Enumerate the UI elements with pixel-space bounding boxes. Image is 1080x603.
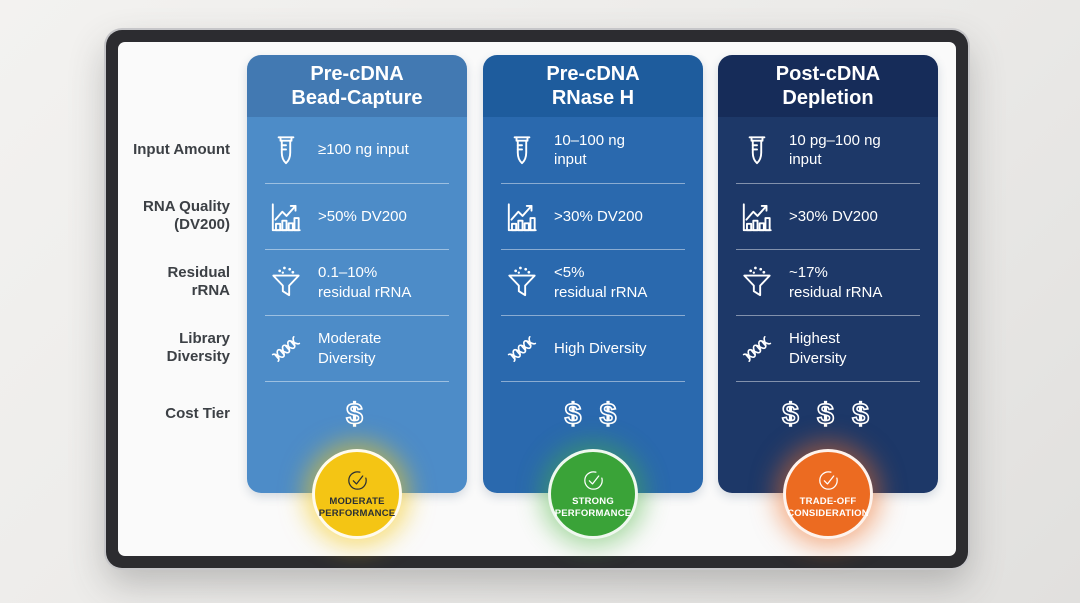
protocol-card-rnase-h: Pre-cDNA RNase H 10–100 ng input >30% DV…	[483, 55, 703, 539]
monitor-frame: Input Amount RNA Quality (DV200) Residua…	[106, 30, 968, 568]
badge-label: STRONG PERFORMANCE	[554, 495, 632, 519]
card-body: 10–100 ng input >30% DV200 <5% residual …	[483, 117, 703, 493]
card-header: Pre-cDNA Bead-Capture	[247, 55, 467, 117]
card-header: Pre-cDNA RNase H	[483, 55, 703, 117]
card-title: Pre-cDNA RNase H	[546, 62, 640, 109]
library-diversity-value: High Diversity	[554, 339, 647, 357]
test-tube-icon	[738, 131, 776, 169]
dna-helix-icon	[267, 330, 305, 368]
funnel-icon	[503, 264, 541, 302]
residual-rrna-value: <5% residual rRNA	[554, 264, 648, 301]
check-circle-icon	[816, 468, 841, 493]
residual-rrna-cell: 0.1–10% residual rRNA	[265, 249, 449, 315]
funnel-icon	[738, 264, 776, 302]
bar-chart-icon	[267, 198, 305, 236]
card-body: ≥100 ng input >50% DV200 0.1–10% residua…	[247, 117, 467, 493]
cost-tier-value: $ $ $	[781, 397, 874, 432]
dna-helix-icon	[503, 330, 541, 368]
badge-label: TRADE-OFF CONSIDERATION	[787, 495, 869, 519]
row-label-library-diversity: Library Diversity	[166, 329, 230, 365]
check-circle-icon	[581, 468, 606, 493]
cost-tier-value: $	[345, 397, 368, 432]
row-label-cost-tier: Cost Tier	[165, 404, 230, 422]
library-diversity-cell: High Diversity	[501, 315, 685, 381]
rna-quality-value: >30% DV200	[554, 207, 643, 225]
check-circle-icon	[345, 468, 370, 493]
card-title: Post-cDNA Depletion	[775, 62, 881, 109]
library-diversity-value: Moderate Diversity	[318, 330, 382, 367]
bar-chart-icon	[738, 198, 776, 236]
badge-label: MODERATE PERFORMANCE	[318, 495, 396, 519]
input-amount-value: ≥100 ng input	[318, 141, 409, 159]
test-tube-icon	[503, 131, 541, 169]
library-diversity-cell: Moderate Diversity	[265, 315, 449, 381]
input-amount-cell: 10 pg–100 ng input	[736, 117, 920, 183]
rna-quality-cell: >30% DV200	[736, 183, 920, 249]
input-amount-value: 10–100 ng input	[554, 131, 625, 169]
performance-badge: STRONG PERFORMANCE	[548, 449, 638, 539]
card-body: 10 pg–100 ng input >30% DV200 ~17% resid…	[718, 117, 938, 493]
library-diversity-value: Highest Diversity	[789, 330, 847, 367]
row-label-rna-quality: RNA Quality (DV200)	[143, 197, 230, 233]
residual-rrna-value: 0.1–10% residual rRNA	[318, 264, 412, 301]
residual-rrna-cell: <5% residual rRNA	[501, 249, 685, 315]
test-tube-icon	[267, 131, 305, 169]
row-label-residual-rrna: Residual rRNA	[167, 263, 230, 299]
cost-tier-cell: $ $	[501, 381, 685, 447]
screen: Input Amount RNA Quality (DV200) Residua…	[118, 42, 956, 556]
bar-chart-icon	[503, 198, 541, 236]
cost-tier-cell: $	[265, 381, 449, 447]
performance-badge: MODERATE PERFORMANCE	[312, 449, 402, 539]
card-title: Pre-cDNA Bead-Capture	[291, 62, 423, 109]
funnel-icon	[267, 264, 305, 302]
rna-quality-cell: >50% DV200	[265, 183, 449, 249]
rna-quality-cell: >30% DV200	[501, 183, 685, 249]
performance-badge: TRADE-OFF CONSIDERATION	[783, 449, 873, 539]
card-header: Post-cDNA Depletion	[718, 55, 938, 117]
residual-rrna-cell: ~17% residual rRNA	[736, 249, 920, 315]
rna-quality-value: >50% DV200	[318, 207, 407, 225]
input-amount-cell: 10–100 ng input	[501, 117, 685, 183]
protocol-card-bead-capture: Pre-cDNA Bead-Capture ≥100 ng input >50%…	[247, 55, 467, 539]
cost-tier-value: $ $	[564, 397, 622, 432]
residual-rrna-value: ~17% residual rRNA	[789, 264, 883, 301]
input-amount-value: 10 pg–100 ng input	[789, 131, 881, 169]
rna-quality-value: >30% DV200	[789, 207, 878, 225]
input-amount-cell: ≥100 ng input	[265, 117, 449, 183]
protocol-card-depletion: Post-cDNA Depletion 10 pg–100 ng input >…	[718, 55, 938, 539]
row-label-input-amount: Input Amount	[133, 140, 230, 158]
cost-tier-cell: $ $ $	[736, 381, 920, 447]
dna-helix-icon	[738, 330, 776, 368]
library-diversity-cell: Highest Diversity	[736, 315, 920, 381]
